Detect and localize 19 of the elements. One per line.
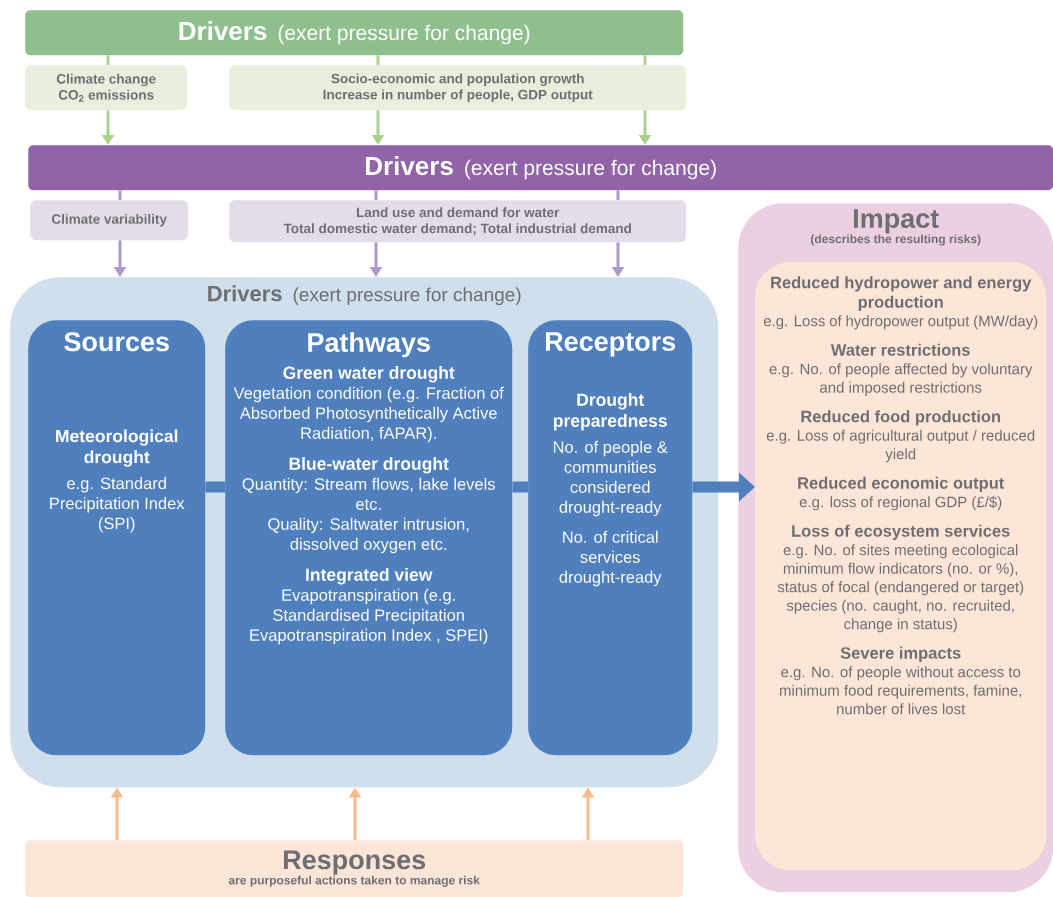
connector-line	[205, 481, 225, 493]
connector-line	[376, 55, 380, 65]
banner: Drivers (exert pressure for change)	[28, 145, 1053, 191]
list-box: Reduced hydropower and energy production e.g. Loss of hydropower output (MW/day) Water restrictions e.g. No. of people affected by voluntary and imposed restrictions Reduced food production e.g. Loss of agricultural output / reduced yield Reduced economic output e.g. loss of regional GDP (£/$) Loss of ecosystem services e.g. No. of sites meeting ecological minimum flow indicators (no. or %), status of focal (endangered or target) species (no. caught, no. recruited, change in status) Severe impacts e.g. No. of people without access to minimum food requirements, famine, number of lives lost	[755, 262, 1047, 871]
banner: Responses are purposeful actions taken to manage risk	[25, 840, 684, 897]
driver-box: Climate variability	[30, 200, 189, 241]
banner: Drivers (exert pressure for change)	[25, 10, 684, 56]
connector-line	[512, 481, 528, 493]
column-box: Receptors Drought preparedness No. of people & communities considered drought-ready No. of critical services drought-ready	[528, 320, 693, 756]
connector-line	[118, 190, 122, 200]
driver-box: Climate change CO$_{2}$ emissions	[25, 65, 188, 111]
connector-line	[106, 55, 110, 65]
connector-line	[616, 190, 620, 200]
connector-line	[643, 55, 647, 65]
connector-line	[374, 190, 378, 200]
driver-box: Land use and demand for water Total domestic water demand; Total industrial demand	[229, 200, 687, 243]
column-box: Sources Meteorological drought e.g. Standard Precipitation Index (SPI)	[28, 320, 206, 756]
column-box: Pathways Green water drought Vegetation condition (e.g. Fraction of Absorbed Photosynthetically Active Radiation, fAPAR). Blue-water drought Quantity: Stream flows, lake levels etc. Quality: Saltwater intrusion, dissolved oxygen etc. Integrated view Evapotranspiration (e.g. Standardised Precipitation Evapotranspiration Index , SPEI)	[225, 320, 513, 756]
driver-box: Socio-economic and population growth Increase in number of people, GDP output	[229, 65, 687, 111]
